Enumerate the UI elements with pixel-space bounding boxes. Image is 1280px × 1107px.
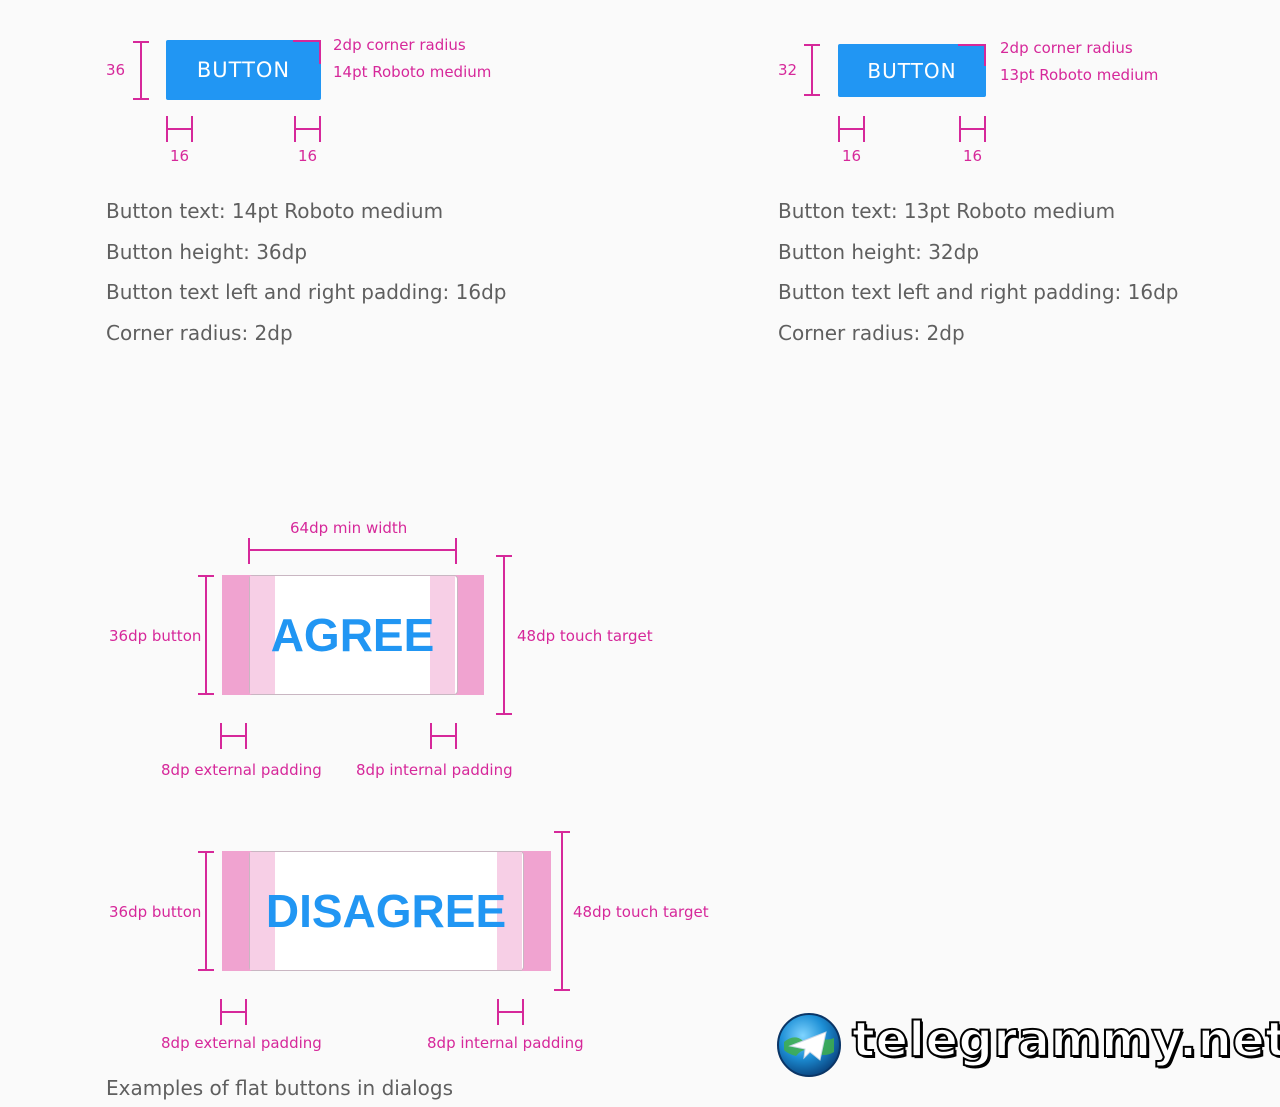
external-padding-label: 8dp external padding [161,1034,322,1052]
watermark-text: telegrammy.net [851,1011,1280,1069]
spec-line: Button text left and right padding: 16dp [106,280,507,304]
corner-marker [958,44,986,46]
figure-caption: Examples of flat buttons in dialogs [106,1076,453,1100]
corner-marker-v [319,40,321,64]
internal-padding-right [430,576,455,694]
sample-button[interactable]: BUTTON [166,40,321,100]
height-bracket-cap-bottom [133,98,149,100]
height-bracket [811,44,813,96]
flat-button-agree[interactable] [249,575,458,695]
touch-target-label: 48dp touch target [573,903,709,921]
sample-button[interactable]: BUTTON [838,44,986,97]
external-padding-label: 8dp external padding [161,761,322,779]
spec-line: Corner radius: 2dp [106,321,293,345]
touch-target-label: 48dp touch target [517,627,653,645]
font-note: 14pt Roboto medium [333,63,492,81]
height-label: 32 [778,61,798,79]
spec-line: Button text: 14pt Roboto medium [106,199,444,223]
sample-button-label: BUTTON [196,58,291,82]
right-pad-label: 16 [963,147,983,165]
internal-padding-label: 8dp internal padding [356,761,513,779]
internal-padding-left [250,852,275,970]
corner-marker-v [984,44,986,66]
height-label: 36 [106,61,126,79]
height-bracket-cap-top [133,41,149,43]
right-pad-label: 16 [298,147,318,165]
left-pad-label: 16 [170,147,190,165]
height-bracket-cap-bottom [804,94,820,96]
corner-note: 2dp corner radius [333,36,466,54]
spec-line: Corner radius: 2dp [778,321,965,345]
min-width-label: 64dp min width [290,519,408,537]
flat-button-disagree[interactable] [249,851,524,971]
internal-padding-label: 8dp internal padding [427,1034,584,1052]
font-note: 13pt Roboto medium [1000,66,1159,84]
sample-button-label: BUTTON [867,58,957,83]
telegram-globe-icon [776,1012,842,1078]
button-height-label: 36dp button [109,903,202,921]
spec-line: Button height: 36dp [106,240,308,264]
corner-note: 2dp corner radius [1000,39,1133,57]
button-height-label: 36dp button [109,627,202,645]
corner-marker [293,40,321,42]
internal-padding-right [497,852,522,970]
disagree-label: DISAGREE [265,885,507,937]
height-bracket-cap-top [804,44,820,46]
left-pad-label: 16 [842,147,862,165]
spec-line: Button text: 13pt Roboto medium [778,199,1116,223]
agree-label: AGREE [270,609,435,661]
internal-padding-left [250,576,275,694]
spec-line: Button text left and right padding: 16dp [778,280,1179,304]
height-bracket [140,41,142,100]
spec-line: Button height: 32dp [778,240,980,264]
